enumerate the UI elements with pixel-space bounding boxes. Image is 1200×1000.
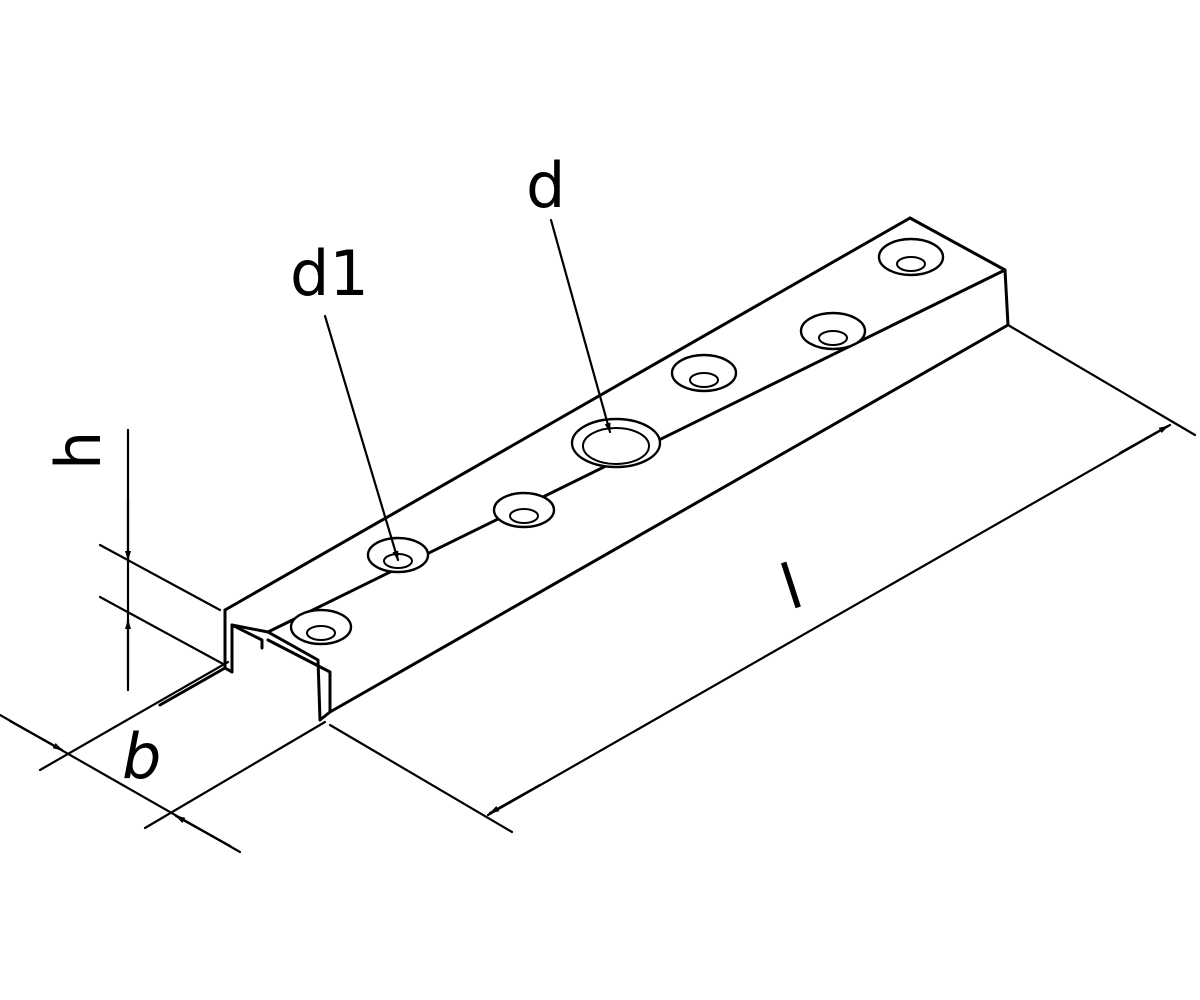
hole-5 <box>670 353 738 393</box>
holes <box>289 237 945 646</box>
profile-left-leg <box>223 608 264 674</box>
label-h: h <box>42 431 115 470</box>
hole-3 <box>492 491 556 529</box>
profile-web <box>230 623 332 722</box>
b-arrow-left <box>8 719 64 752</box>
label-d: d <box>526 149 565 222</box>
l-arrow-near <box>488 783 542 815</box>
label-d1: d1 <box>290 237 369 310</box>
b-arrow-right <box>174 814 232 848</box>
label-b: b <box>122 720 161 793</box>
l-dimension-line <box>486 423 1172 817</box>
d1-leader-line <box>323 314 400 562</box>
web-bottom-edge <box>328 323 1010 714</box>
label-l: l <box>772 550 811 625</box>
bottom-left-edge <box>158 666 227 707</box>
far-extension-line <box>1006 323 1197 437</box>
hole-6 <box>799 311 867 351</box>
hole-7 <box>877 237 945 277</box>
b-extension-left <box>38 660 230 772</box>
d-leader-line <box>549 218 612 434</box>
hole-large <box>570 417 662 469</box>
h-extension-top <box>98 543 222 612</box>
l-dimension <box>328 423 1172 834</box>
l-arrow-far <box>1118 424 1170 455</box>
h-extension-bottom <box>98 595 227 667</box>
top-back-edge <box>223 216 912 612</box>
h-dimension <box>98 428 227 692</box>
l-extension-near <box>328 723 514 834</box>
hole-1 <box>289 608 353 646</box>
hole-2 <box>366 536 430 574</box>
b-dimension <box>0 660 327 854</box>
b-extension-right <box>143 720 327 830</box>
